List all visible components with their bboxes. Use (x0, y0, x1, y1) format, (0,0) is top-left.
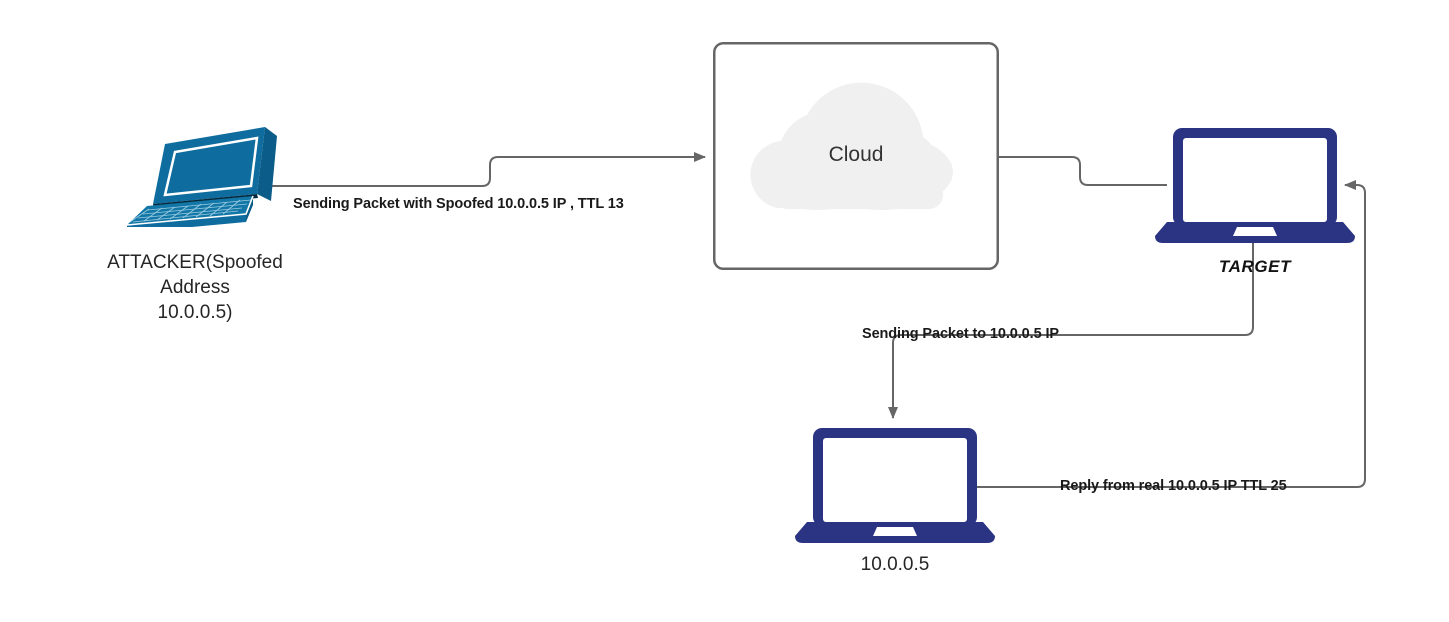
edge-label-victim-to-target: Reply from real 10.0.0.5 IP TTL 25 (1060, 478, 1287, 494)
node-cloud-box[interactable] (713, 42, 999, 270)
cloud-box-icon (713, 42, 999, 270)
node-target[interactable] (1155, 126, 1355, 244)
edge-cloud-to-target (997, 156, 1167, 186)
attacker-label: ATTACKER(Spoofed Address 10.0.0.5) (107, 252, 283, 323)
edge-label-target-to-victim: Sending Packet to 10.0.0.5 IP (862, 326, 1059, 342)
victim-label: 10.0.0.5 (860, 554, 930, 575)
target-label: TARGET (1218, 257, 1292, 276)
edge-label-attacker-to-cloud: Sending Packet with Spoofed 10.0.0.5 IP … (293, 196, 624, 212)
cloud-icon (750, 82, 953, 210)
node-victim[interactable] (795, 426, 995, 544)
cloud-label: Cloud (828, 143, 884, 166)
node-attacker[interactable] (105, 122, 280, 227)
laptop-front-icon (1155, 128, 1355, 243)
laptop-front-icon (795, 428, 995, 543)
edge-attacker-to-cloud (265, 152, 706, 187)
laptop-3d-icon (126, 127, 277, 227)
